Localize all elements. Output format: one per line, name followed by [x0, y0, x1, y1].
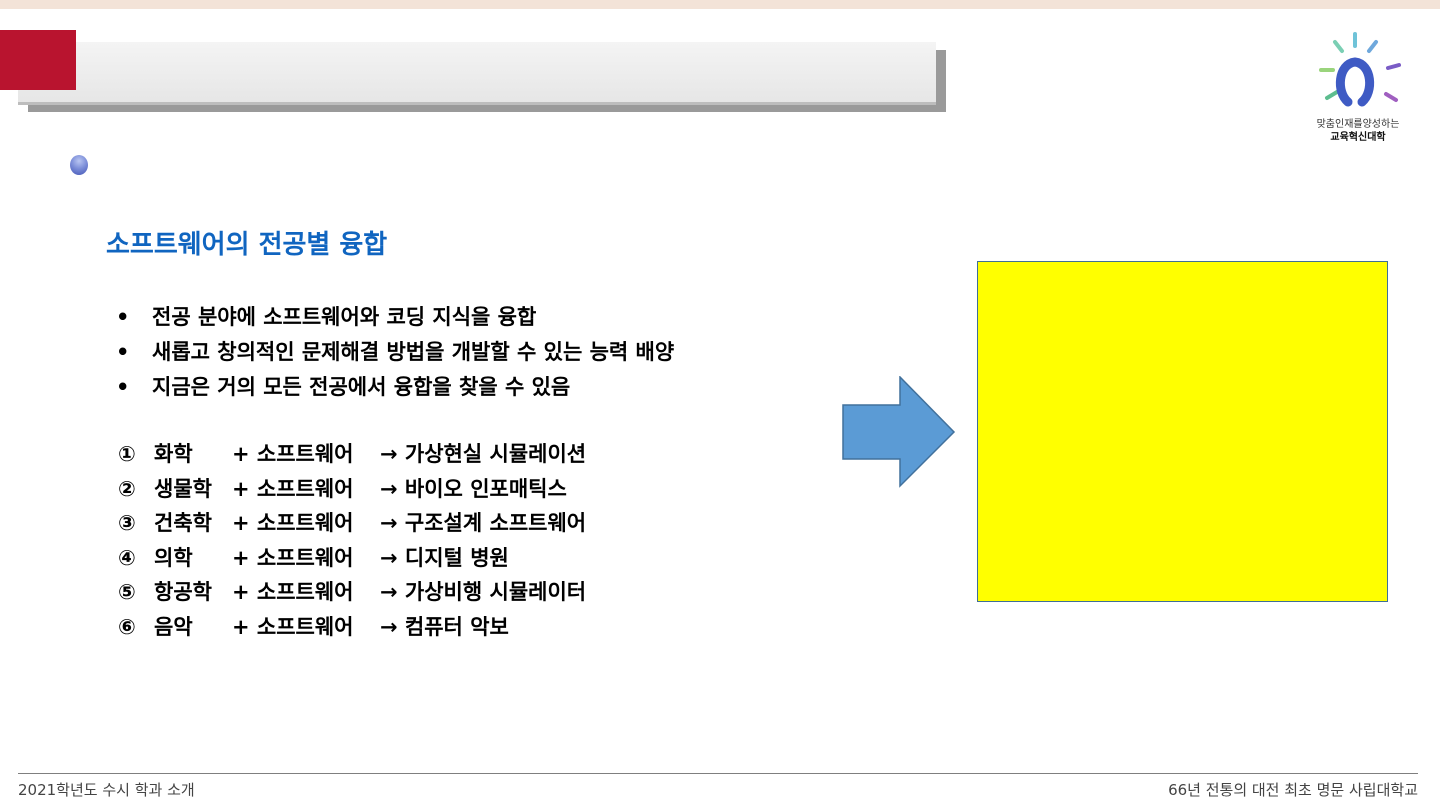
- section-heading: 소프트웨어의 전공별 융합: [106, 230, 388, 260]
- fusion-number: ③: [118, 511, 136, 535]
- fusion-major: 의학: [154, 545, 193, 570]
- bullet-marker: •: [116, 375, 130, 399]
- fusion-item: ② 생물학 + 소프트웨어 → 바이오 인포매틱스: [118, 472, 586, 507]
- lightbulb-logo-icon: [1319, 32, 1401, 107]
- fusion-arrow: →: [380, 580, 398, 604]
- fusion-result: 컴퓨터 악보: [404, 614, 509, 639]
- bullet-marker: •: [116, 305, 130, 329]
- fusion-major: 생물학: [154, 476, 212, 501]
- fusion-number: ④: [118, 545, 136, 570]
- fusion-plus: + 소프트웨어: [232, 442, 354, 466]
- bullet-text: 새롭고 창의적인 문제해결 방법을 개발할 수 있는 능력 배양: [152, 340, 675, 364]
- fusion-plus: + 소프트웨어: [232, 476, 354, 501]
- fusion-plus: + 소프트웨어: [232, 511, 354, 535]
- yellow-placeholder-box: [977, 261, 1388, 602]
- fusion-result: 구조설계 소프트웨어: [404, 511, 587, 535]
- list-item: • 지금은 거의 모든 전공에서 융합을 찾을 수 있음: [116, 370, 674, 405]
- fusion-number: ⑥: [118, 614, 136, 639]
- fusion-item: ③ 건축학 + 소프트웨어 → 구조설계 소프트웨어: [118, 506, 586, 541]
- fusion-item: ① 화학 + 소프트웨어 → 가상현실 시뮬레이션: [118, 437, 586, 472]
- fusion-plus: + 소프트웨어: [232, 614, 354, 639]
- logo-caption: 맞춤인재를양성하는 교육혁신대학: [1298, 118, 1418, 144]
- bullet-list: • 전공 분야에 소프트웨어와 코딩 지식을 융합 • 새롭고 창의적인 문제해결 …: [116, 300, 674, 405]
- fusion-result: 가상비행 시뮬레이터: [404, 580, 587, 604]
- fusion-major: 화학: [154, 442, 193, 466]
- fusion-major: 건축학: [154, 511, 212, 535]
- fusion-result: 가상현실 시뮬레이션: [404, 442, 587, 466]
- fusion-item: ④ 의학 + 소프트웨어 → 디지털 병원: [118, 541, 586, 576]
- list-item: • 전공 분야에 소프트웨어와 코딩 지식을 융합: [116, 300, 674, 335]
- fusion-arrow: →: [380, 511, 398, 535]
- fusion-major: 음악: [154, 614, 193, 639]
- fusion-item: ⑥ 음악 + 소프트웨어 → 컴퓨터 악보: [118, 610, 586, 645]
- bullet-marker: •: [116, 340, 130, 364]
- footer-right-text: 66년 전통의 대전 최초 명문 사립대학교: [1168, 781, 1418, 799]
- logo-caption-line2: 교육혁신대학: [1330, 132, 1386, 143]
- list-item: • 새롭고 창의적인 문제해결 방법을 개발할 수 있는 능력 배양: [116, 335, 674, 370]
- fusion-number: ①: [118, 442, 136, 466]
- top-accent-strip: [0, 0, 1440, 9]
- fusion-arrow: →: [380, 442, 398, 466]
- fusion-list: ① 화학 + 소프트웨어 → 가상현실 시뮬레이션 ② 생물학 + 소프트웨어 → 바이오 …: [118, 437, 586, 644]
- section-bullet-icon: [70, 155, 88, 175]
- fusion-major: 항공학: [154, 580, 212, 604]
- title-red-marker: [0, 30, 76, 90]
- fusion-arrow: →: [380, 545, 398, 570]
- fusion-arrow: →: [380, 476, 398, 501]
- title-band-edge: [18, 102, 936, 105]
- fusion-number: ②: [118, 476, 136, 501]
- fusion-item: ⑤ 항공학 + 소프트웨어 → 가상비행 시뮬레이터: [118, 575, 586, 610]
- fusion-plus: + 소프트웨어: [232, 545, 354, 570]
- fusion-number: ⑤: [118, 580, 136, 604]
- logo-caption-line1: 맞춤인재를양성하는: [1316, 119, 1400, 130]
- right-arrow-shape: [842, 375, 958, 492]
- fusion-result: 바이오 인포매틱스: [404, 476, 567, 501]
- footer-divider: [18, 773, 1418, 774]
- bullet-text: 전공 분야에 소프트웨어와 코딩 지식을 융합: [152, 305, 537, 329]
- fusion-plus: + 소프트웨어: [232, 580, 354, 604]
- fusion-result: 디지털 병원: [404, 545, 509, 570]
- footer-left-text: 2021학년도 수시 학과 소개: [18, 781, 195, 799]
- bullet-text: 지금은 거의 모든 전공에서 융합을 찾을 수 있음: [152, 375, 571, 399]
- title-band: [18, 42, 936, 103]
- fusion-arrow: →: [380, 614, 398, 639]
- right-arrow-icon: [842, 375, 956, 488]
- university-logo: 맞춤인재를양성하는 교육혁신대학: [1298, 30, 1418, 150]
